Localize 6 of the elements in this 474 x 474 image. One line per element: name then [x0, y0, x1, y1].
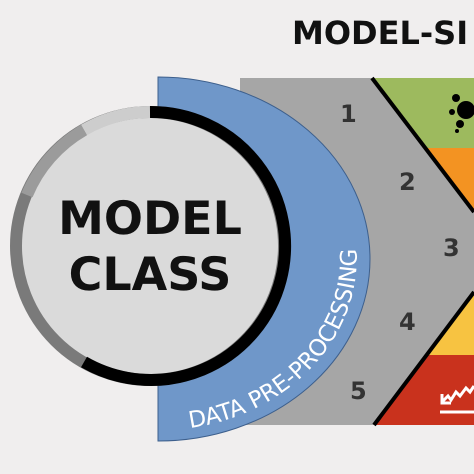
step-number: 3 — [443, 234, 460, 262]
node-label: MODEL CLASS — [57, 190, 243, 302]
title: MODEL-SI — [292, 14, 468, 52]
step-number: 1 — [340, 100, 357, 128]
step-number: 4 — [399, 308, 416, 336]
step-number: 2 — [399, 168, 416, 196]
